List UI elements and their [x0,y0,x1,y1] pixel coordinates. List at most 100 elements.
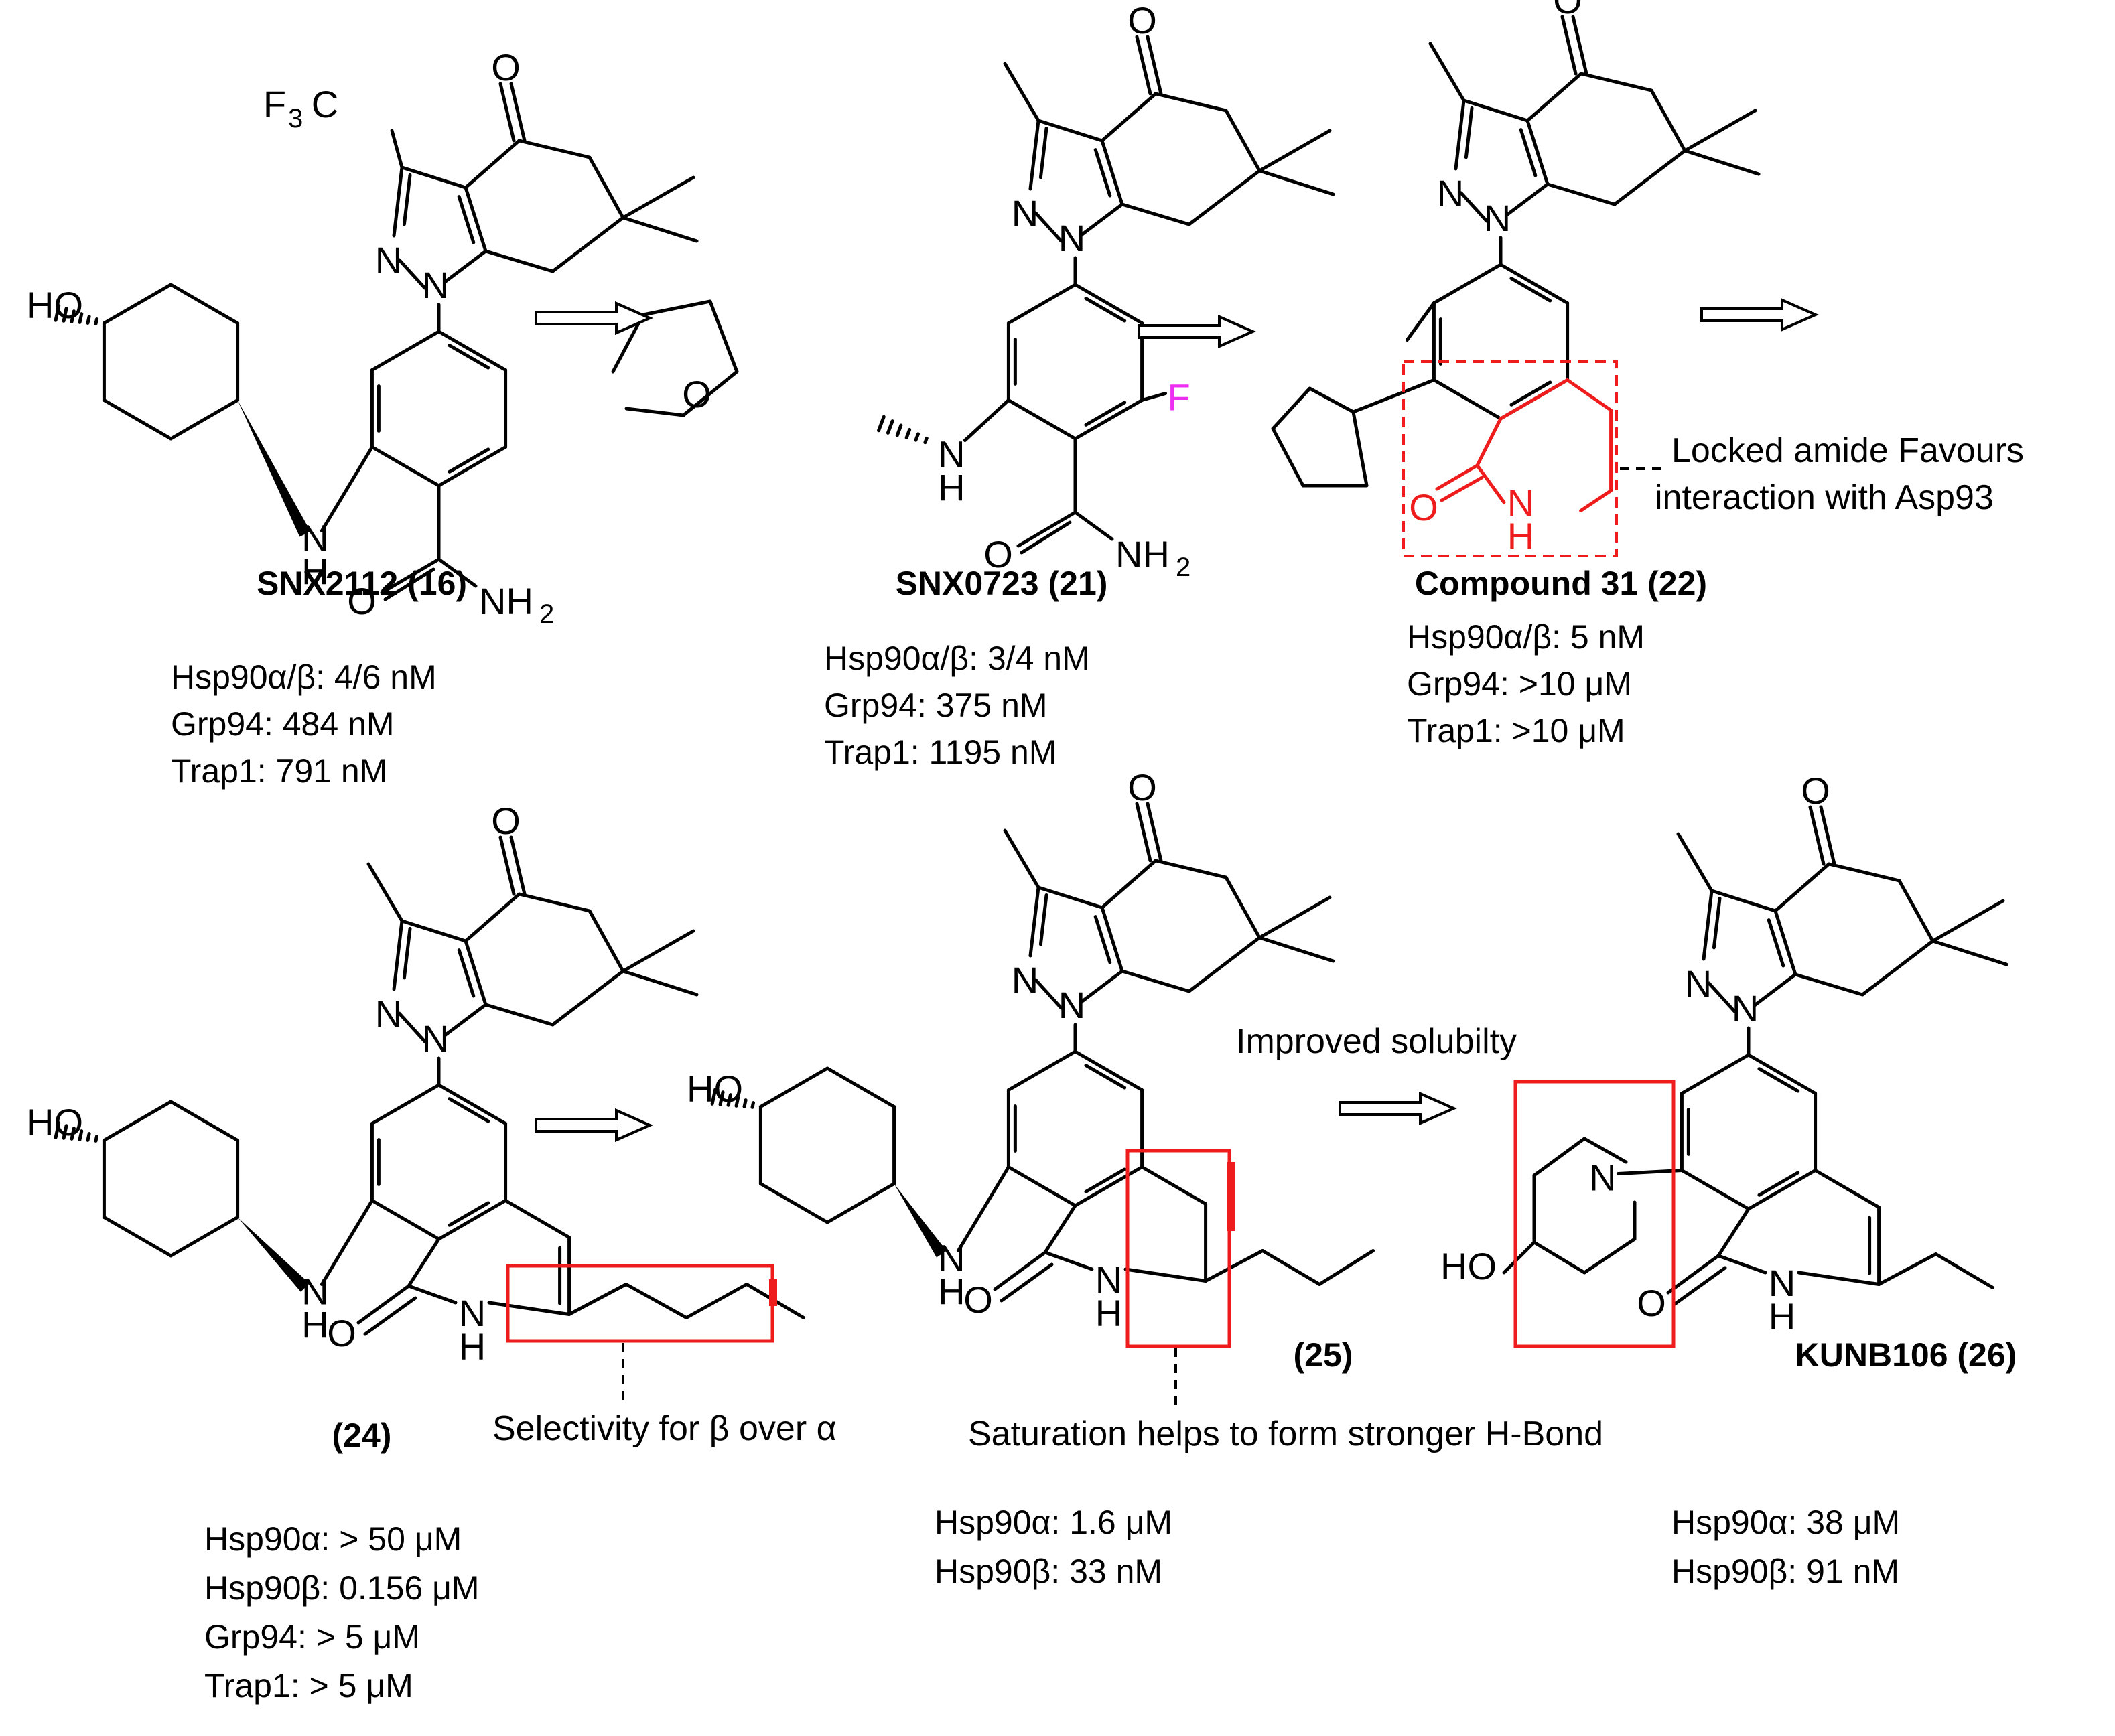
bond [400,919,468,943]
compound-name-snx2112: SNX2112 (16) [257,565,467,602]
bond [86,1132,91,1142]
bond [758,1066,829,1108]
bond [448,447,490,474]
compound-25: (25) Hsp90α: 1.6 μM Hsp90β: 33 nM Satura… [935,1336,1603,1590]
atom-label: N [1732,987,1759,1029]
bond [1499,378,1570,421]
bond [963,399,1010,442]
compound-24: (24) Hsp90α: > 50 μM Hsp90β: 0.156 μM Gr… [204,1409,837,1705]
bond [457,195,476,244]
bond [1827,862,1901,883]
bond [1753,972,1797,1007]
wedge-bond [237,400,311,537]
bond [1931,899,2005,943]
bond [86,315,91,325]
bond [1146,802,1163,863]
bond [1073,283,1144,325]
bond [1100,859,1158,910]
activity-line: Hsp90α/β: 5 nM [1407,618,1645,656]
bond [407,1284,458,1305]
bond [448,1201,490,1227]
atom-label: O [491,46,521,88]
annotation-locked-amide: Locked amide Favours [1671,431,2024,470]
bond [402,926,412,980]
bond [551,969,625,1027]
compound-name-25: (25) [1294,1336,1353,1374]
atom-label: H [938,1271,965,1313]
bond [1093,148,1112,198]
bond [1084,297,1127,323]
compound-snx2112: SNX2112 (16) Hsp90α/β: 4/6 nM Grp94: 484… [171,565,467,790]
bond [1224,108,1261,173]
atom-label: N [938,433,965,476]
bond [1154,859,1228,879]
bond [1499,263,1570,305]
bond [1135,802,1152,863]
activity-line: Hsp90α: 38 μM [1671,1504,1900,1541]
bond [1154,92,1228,113]
cf3-label: C [312,83,338,125]
bond [904,427,912,440]
bond [407,1237,441,1288]
bond [708,299,739,374]
bond [742,1098,748,1108]
arrow-icon [1138,314,1256,349]
bond [484,1003,555,1027]
bond [1546,182,1617,206]
bond [402,173,412,226]
bond [825,1182,896,1224]
bond [1579,72,1653,92]
bond [517,139,592,159]
bond [1224,875,1261,940]
bond [1100,906,1124,973]
bond [1100,139,1124,206]
atom-label: N [375,239,402,281]
wedge-bond [237,1217,310,1292]
atom-label: H [301,551,328,593]
bond [102,1100,173,1142]
bond [1257,895,1332,940]
bond [621,969,699,997]
bond [366,862,404,923]
bond [448,1097,490,1123]
bond [397,1011,427,1043]
bond [621,175,695,220]
atom-label: HO [1440,1245,1497,1287]
bond [1579,489,1613,512]
bond [1716,1207,1751,1258]
bond [1860,939,1935,997]
bond [1877,1252,1938,1286]
bond [78,1129,84,1141]
bond [509,82,527,143]
bond [914,432,920,442]
bond [380,557,441,595]
bond [1006,283,1077,325]
atom-label: O [1553,0,1582,21]
bond [1428,42,1466,102]
atom-label: N [1769,1262,1795,1304]
atom-label: NH [1115,533,1170,575]
bond [1566,378,1613,412]
bond [1571,15,1588,76]
bond [1034,211,1063,243]
bond [487,1301,571,1316]
chain-highlight-box [506,1264,774,1343]
bond [1271,427,1305,488]
bond [400,165,468,190]
bond [1257,129,1332,173]
atom-label: N [422,264,449,306]
bond [1613,149,1687,206]
atom-label: NH [479,580,533,622]
activity-line: Hsp90β: 0.156 μM [204,1569,480,1607]
bond [1271,386,1312,431]
activity-line: Trap1: >10 μM [1407,712,1625,749]
compound-name-31: Compound 31 (22) [1415,565,1707,602]
bond [1034,978,1063,1010]
bond [956,1165,1010,1252]
bond [70,309,76,323]
atom-label: H [938,467,965,509]
bond [1757,1067,1800,1093]
bond [1073,399,1144,441]
